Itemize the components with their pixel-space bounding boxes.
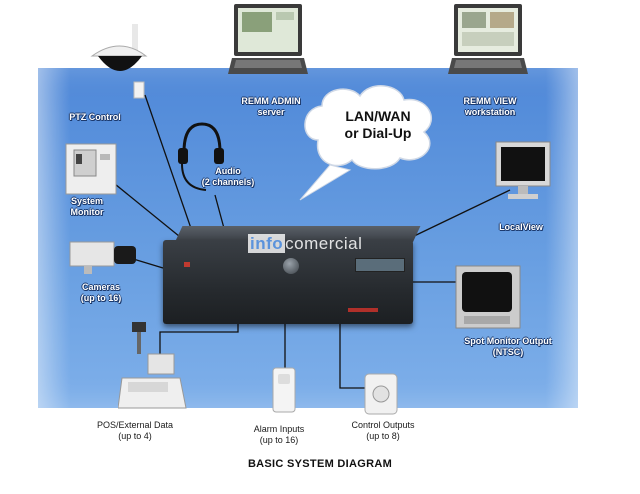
control-output-icon — [364, 373, 398, 415]
label-local-view: LocalView — [499, 222, 543, 232]
label-pos: POS/External Data (up to 4) — [96, 420, 174, 441]
crt-monitor-icon — [455, 265, 521, 329]
dvr-jog-knob — [283, 258, 299, 274]
system-monitor-icon — [65, 143, 117, 195]
cloud-line1: LAN/WAN — [345, 108, 411, 124]
headset-icon — [178, 122, 224, 191]
diagram-caption: BASIC SYSTEM DIAGRAM — [247, 458, 393, 470]
wire-pos — [159, 324, 239, 370]
network-cloud-label: LAN/WAN or Dial-Up — [318, 108, 438, 142]
wire-control — [339, 324, 365, 389]
label-control-outputs: Control Outputs (up to 8) — [351, 420, 415, 441]
label-audio: Audio (2 channels) — [201, 166, 255, 187]
wire-localview — [409, 189, 511, 239]
label-cameras: Cameras (up to 16) — [80, 282, 122, 303]
cloud-line2: or Dial-Up — [344, 125, 412, 141]
wire-audio — [214, 194, 226, 233]
label-ptz-control: PTZ Control — [69, 112, 121, 122]
laptop-admin-icon — [228, 4, 308, 74]
label-spot-monitor: Spot Monitor Output (NTSC) — [464, 336, 552, 357]
pos-terminal-icon — [118, 322, 187, 409]
label-remm-view: REMM VIEW workstation — [463, 96, 517, 117]
cloud-shape — [299, 85, 433, 201]
dvr-brand-strip — [348, 308, 378, 312]
dvr-lcd-display — [355, 258, 405, 272]
alarm-sensor-icon — [272, 367, 296, 413]
lcd-monitor-icon — [495, 141, 551, 199]
wire-system-monitor — [109, 179, 191, 246]
label-alarm-inputs: Alarm Inputs (up to 16) — [253, 424, 305, 445]
dvr-indicator-light — [184, 262, 190, 267]
label-remm-admin: REMM ADMIN server — [241, 96, 301, 117]
label-system-monitor: System Monitor — [70, 196, 104, 217]
laptop-view-icon — [448, 4, 528, 74]
box-camera-icon — [69, 241, 136, 274]
wire-ptz — [144, 94, 196, 241]
ptz-camera-icon — [90, 24, 148, 99]
